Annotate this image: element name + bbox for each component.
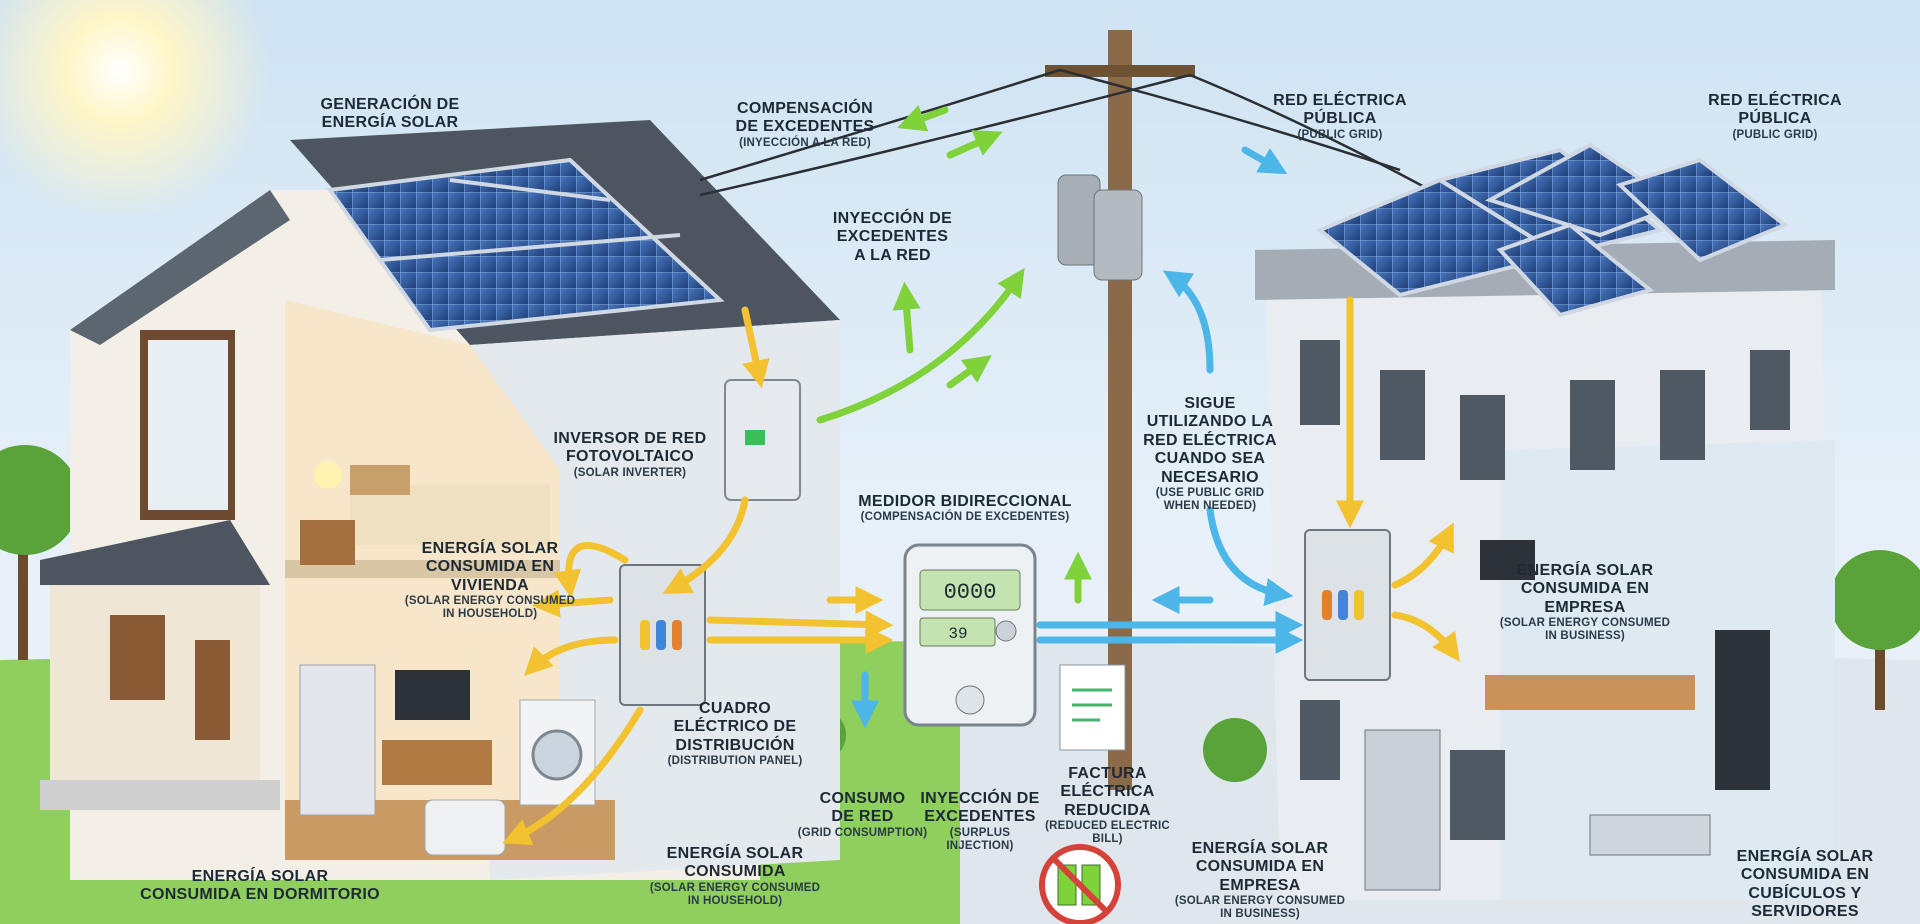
meter-display-bottom: 39	[948, 625, 967, 643]
label-reduced-bill: FACTURA ELÉCTRICA REDUCIDA (REDUCED ELEC…	[1045, 765, 1170, 846]
bill-paper	[1059, 664, 1126, 751]
label-surplus-compensation: COMPENSACIÓN DE EXCEDENTES (INYECCIÓN A …	[735, 100, 875, 149]
tree-left	[0, 445, 80, 660]
solar-flow-arrow	[524, 636, 619, 676]
solar-flow-arrow	[1391, 522, 1454, 589]
label-solar-generation: GENERACIÓN DE ENERGÍA SOLAR	[320, 96, 460, 132]
no-battery-icon	[1039, 844, 1121, 924]
label-business-consumption-bottom: ENERGÍA SOLAR CONSUMIDA EN EMPRESA (SOLA…	[1174, 840, 1346, 921]
meter-display-top: 0000	[944, 580, 997, 605]
injection-flow-arrow	[892, 281, 921, 354]
label-surplus-injection: INYECCIÓN DE EXCEDENTES (SURPLUS INJECTI…	[920, 790, 1040, 852]
bush	[1203, 718, 1267, 782]
bidirectional-meter-device	[903, 543, 1037, 727]
utility-pole	[699, 30, 1431, 790]
grid-flow-arrow	[1162, 270, 1214, 374]
grid-flow-arrow	[1206, 506, 1294, 606]
solar-flow-arrow	[1391, 611, 1460, 662]
label-bedroom-consumption: ENERGÍA SOLAR CONSUMIDA EN DORMITORIO	[140, 868, 380, 904]
solar-flow-arrow	[706, 610, 894, 639]
solar-flow-arrow	[553, 541, 629, 599]
label-inverter: INVERSOR DE RED FOTOVOLTAICO (SOLAR INVE…	[553, 430, 707, 479]
injection-flow-arrow	[946, 130, 1003, 159]
injection-flow-arrow	[946, 355, 992, 389]
label-grid-injection: INYECCIÓN DE EXCEDENTES A LA RED	[832, 210, 953, 264]
solar-panel-house	[326, 157, 725, 333]
solar-flow-arrow	[502, 706, 644, 846]
tree-right	[1830, 550, 1920, 710]
label-public-grid-a: RED ELÉCTRICA PÚBLICA (PUBLIC GRID)	[1273, 92, 1407, 141]
label-public-grid-b: RED ELÉCTRICA PÚBLICA (PUBLIC GRID)	[1708, 92, 1842, 141]
label-keep-using-grid: SIGUE UTILIZANDO LA RED ELÉCTRICA CUANDO…	[1143, 395, 1277, 513]
injection-flow-arrow	[816, 268, 1025, 424]
label-cubicles-servers: ENERGÍA SOLAR CONSUMIDA EN CUBÍCULOS Y S…	[1736, 848, 1874, 921]
label-distribution-panel: CUADRO ELÉCTRICO DE DISTRIBUCIÓN (DISTRI…	[667, 700, 803, 768]
solar-flow-arrow	[741, 306, 770, 389]
label-grid-consumption: CONSUMO DE RED (GRID CONSUMPTION)	[797, 790, 928, 839]
solar-flow-arrow	[662, 496, 749, 594]
label-bidirectional-meter: MEDIDOR BIDIRECCIONAL (COMPENSACIÓN DE E…	[858, 493, 1072, 524]
label-solar-consumed: ENERGÍA SOLAR CONSUMIDA (SOLAR ENERGY CO…	[649, 845, 821, 907]
solar-panel-business	[1316, 142, 1789, 318]
label-business-consumption: ENERGÍA SOLAR CONSUMIDA EN EMPRESA (SOLA…	[1499, 562, 1671, 643]
sun	[0, 0, 270, 220]
house	[40, 120, 840, 880]
grid-flow-arrow	[1241, 146, 1288, 175]
injection-flow-arrow	[897, 105, 949, 132]
solar-flow-arrow	[531, 589, 614, 618]
label-home-consumption: ENERGÍA SOLAR CONSUMIDA EN VIVIENDA (SOL…	[404, 540, 576, 621]
